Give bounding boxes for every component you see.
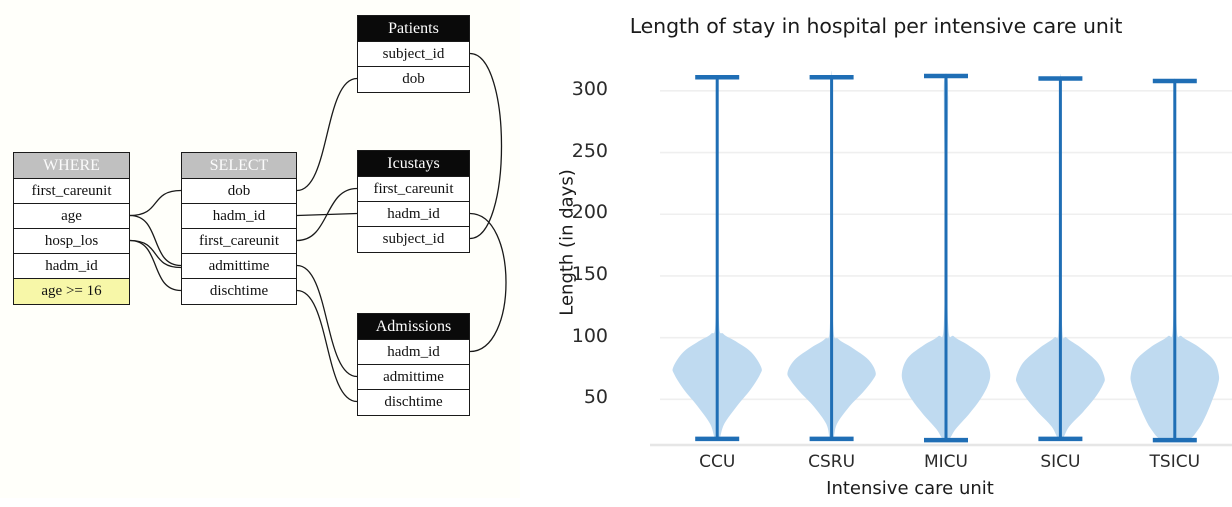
er-field-admissions-dischtime: dischtime [384, 394, 443, 410]
er-field-admissions-hadm-id: hadm_id [358, 340, 469, 365]
x-tick-label-ccu: CCU [699, 452, 736, 472]
er-box-header-icustays: Icustays [358, 151, 469, 177]
er-box-header-select: SELECT [182, 153, 296, 179]
er-field-where-age-16: age >= 16 [14, 279, 129, 304]
er-field-select-dob: dob [182, 179, 296, 204]
er-box-header-where: WHERE [14, 153, 129, 179]
er-field-where-age: age [14, 204, 129, 229]
connector-line [469, 212, 507, 353]
er-field-icustays-subject-id: subject_id [382, 231, 445, 247]
y-tick-label: 150 [571, 262, 608, 285]
x-axis-label: Intensive care unit [826, 478, 994, 499]
chart-title: Length of stay in hospital per intensive… [629, 14, 1123, 38]
x-tick-label-csru: CSRU [808, 452, 856, 472]
er-field-icustays-first-careunit: first_careunit [358, 177, 469, 202]
y-tick-label: 50 [583, 386, 608, 409]
diagram-connector-lines [129, 52, 507, 403]
violin-plot-canvas [650, 70, 1232, 447]
er-field-select-dischtime: dischtime [209, 283, 269, 299]
connector-line [469, 52, 503, 240]
er-field-admissions-admittime: admittime [358, 365, 469, 390]
connector-line [296, 187, 358, 242]
connector-line [129, 189, 182, 217]
connector-line [296, 289, 358, 403]
connector-line [129, 214, 182, 267]
er-box-header-admissions: Admissions [358, 314, 469, 340]
er-field-where-hosp-los: hosp_los [14, 229, 129, 254]
x-tick-label-sicu: SICU [1040, 452, 1081, 472]
er-field-select-admittime: admittime [182, 254, 296, 279]
x-tick-label-tsicu: TSICU [1149, 452, 1201, 472]
y-tick-label: 200 [571, 201, 608, 224]
connector-line [129, 239, 182, 269]
x-tick-label-micu: MICU [924, 452, 968, 472]
er-field-select-first-careunit: first_careunit [182, 229, 296, 254]
y-tick-label: 250 [571, 139, 608, 162]
er-field-where-hadm-id: hadm_id [14, 254, 129, 279]
er-field-icustays-hadm-id: hadm_id [358, 202, 469, 227]
connector-line [129, 239, 182, 292]
er-field-select-hadm-id: hadm_id [182, 204, 296, 229]
connector-line [296, 264, 358, 378]
er-field-patients-dob: dob [402, 71, 425, 87]
y-tick-label: 300 [571, 77, 608, 100]
connector-line [296, 77, 358, 192]
y-tick-label: 100 [571, 324, 608, 347]
y-axis-label: Length (in days) [556, 169, 578, 316]
er-field-where-first-careunit: first_careunit [14, 179, 129, 204]
er-field-patients-subject-id: subject_id [358, 42, 469, 67]
er-box-header-patients: Patients [358, 16, 469, 42]
violin-chart-panel: Length of stay in hospital per intensive… [520, 0, 1232, 507]
